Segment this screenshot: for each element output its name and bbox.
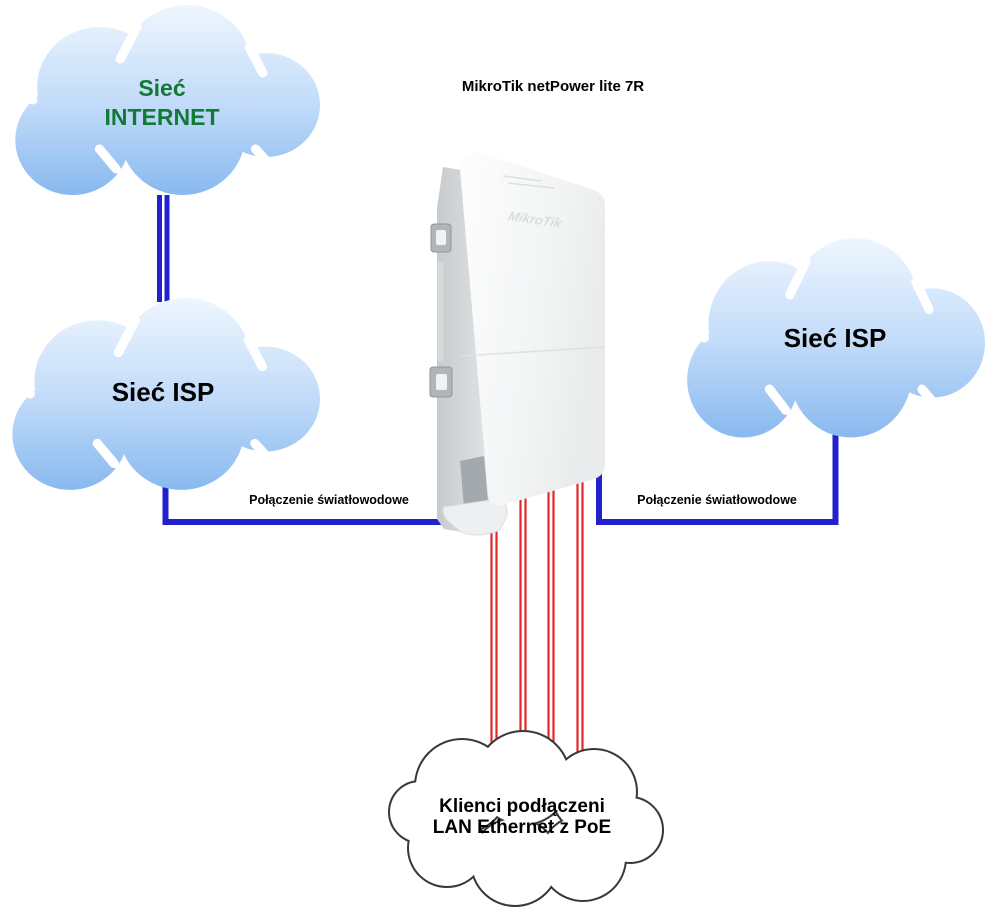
fiber-link-right-label: Połączenie światłowodowe — [637, 493, 797, 507]
internet-isp-double-link — [157, 195, 170, 302]
device-port-recess — [460, 456, 488, 507]
device-illustration — [429, 152, 606, 536]
device-front-face — [459, 152, 605, 506]
isp-left-cloud-label: Sieć ISP — [111, 377, 215, 407]
fiber-link-right-line — [596, 428, 839, 525]
clients-cloud-label: Klienci podłączeni LAN Ethernet z PoE — [417, 796, 627, 838]
isp-right-cloud-label: Sieć ISP — [783, 323, 887, 353]
device-side-panel — [437, 167, 491, 533]
internet-label-line1: Sieć — [138, 75, 186, 101]
internet-label-line2: INTERNET — [104, 104, 220, 130]
diagram-title: MikroTik netPower lite 7R — [461, 78, 645, 95]
ethernet-poe-cables — [490, 482, 584, 768]
internet-cloud-label: Sieć INTERNET — [62, 74, 262, 132]
device-seam-line — [460, 346, 606, 357]
clients-label-line1: Klienci podłączeni — [439, 796, 605, 817]
device-mount-tabs — [429, 223, 453, 398]
device-vent-lines — [502, 175, 555, 189]
fiber-link-left-label: Połączenie światłowodowe — [249, 493, 409, 507]
clients-cloud-shape — [388, 730, 664, 907]
clients-label-line2: LAN Ethernet z PoE — [432, 817, 612, 838]
